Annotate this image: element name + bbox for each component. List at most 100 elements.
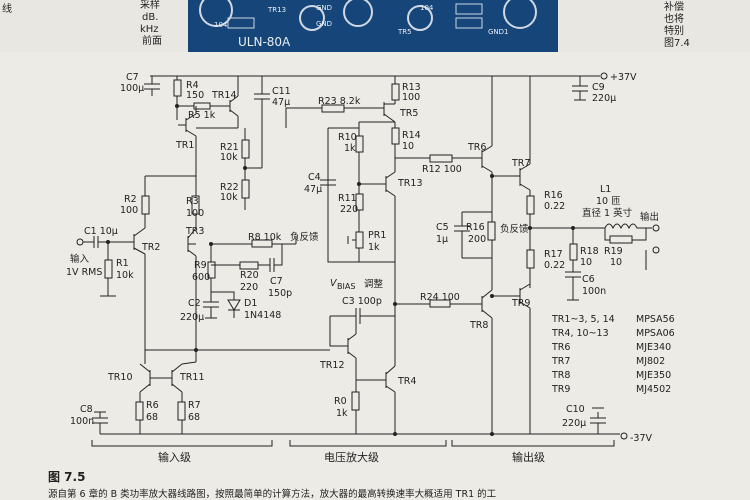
c7-value: 100μ — [120, 83, 144, 94]
c1-symbol — [83, 236, 130, 248]
r1-body — [104, 259, 113, 279]
l1-coil — [604, 223, 652, 230]
figure-caption-text: 源自第 6 章的 B 类功率放大器线路图，按照最简单的计算方法，放大器的最高转换… — [48, 488, 497, 500]
r16b-label: R16 — [466, 222, 485, 233]
input-label: 输入 — [70, 253, 90, 265]
top-left-char-1: 线 — [2, 2, 12, 15]
tr3-transistor: TR3 — [185, 226, 204, 350]
pcb-circle-4 — [407, 5, 433, 31]
c11-value: 47μ — [272, 97, 290, 108]
r16b-body — [487, 221, 496, 241]
pcb-circle-1 — [199, 0, 233, 27]
r6-resistor: R6 68 — [135, 400, 159, 423]
c7b-label: C7 — [270, 276, 283, 287]
parts-part-4: MJ802 — [636, 356, 665, 367]
negative-rail: -37V — [100, 432, 653, 444]
rail-pos-terminal — [600, 72, 608, 80]
r19-wires — [604, 228, 647, 270]
r8-label: R8 10k — [248, 232, 282, 243]
d1-value: 1N4148 — [244, 310, 281, 321]
c3-symbol — [330, 308, 395, 324]
top-left-char-4: kHz — [140, 24, 159, 35]
tr5-transistor: TR5 — [380, 102, 418, 123]
c11-symbol — [254, 76, 270, 128]
junction-dot-13 — [490, 432, 494, 436]
pcb-label-6: GND1 — [488, 28, 509, 36]
tr1-label: TR1 — [175, 140, 194, 151]
r11-label: R11 — [338, 193, 357, 204]
r17-value: 0.22 — [544, 260, 565, 271]
tr9-label: TR9 — [511, 298, 530, 309]
junction-dot-2 — [243, 166, 247, 170]
book-top-left-text: 线 采样 dB. kHz 前面 — [2, 0, 162, 47]
r13-body — [391, 83, 400, 101]
cap-c11: C11 47μ — [254, 76, 291, 128]
r20-value: 220 — [240, 282, 258, 293]
r0-resistor: R0 1k — [334, 391, 360, 419]
l1-diameter: 直径 1 英寸 — [582, 207, 633, 219]
r21-value: 10k — [220, 152, 238, 163]
tr12-transistor: TR12 — [319, 316, 357, 371]
rail-neg-terminal — [620, 432, 628, 440]
r23-resistor: R23 8.2k — [318, 96, 361, 113]
rail-pos-label: +37V — [610, 72, 637, 83]
tr9-symbol — [492, 283, 531, 434]
vbias-sub: BIAS — [337, 282, 355, 291]
figure-caption: 图 7.5 — [48, 470, 85, 484]
pcb-art: ULN-80A 104 GND GND TR13 104 GND1 TR5 — [199, 0, 537, 49]
tr10-transistor: TR10 — [107, 362, 172, 402]
c6-symbol — [565, 228, 581, 301]
r9-value: 600 — [192, 272, 210, 283]
r22-value: 10k — [220, 192, 238, 203]
r4-value: 150 — [186, 90, 204, 101]
c7b-value: 150p — [268, 288, 292, 299]
parts-part-3: MJE340 — [636, 342, 671, 353]
r9-r20-wires — [210, 244, 240, 292]
parts-tr-3: TR6 — [551, 342, 570, 353]
r23-label: R23 8.2k — [318, 96, 361, 107]
junction-dot-6 — [571, 226, 575, 230]
junction-dot-12 — [393, 432, 397, 436]
junction-dot-9 — [393, 302, 397, 306]
tr14-symbol — [226, 76, 239, 128]
c9-label: C9 — [592, 82, 605, 93]
pr1-wiper — [347, 236, 356, 244]
c10-symbol — [590, 407, 606, 434]
junction-dots — [106, 104, 575, 436]
d1-symbol — [211, 291, 241, 318]
tr5-symbol — [380, 102, 396, 123]
junction-dot-8 — [209, 242, 213, 246]
r3-label: R3 — [186, 196, 199, 207]
pcb-circle-3 — [343, 0, 373, 27]
pcb-label-1: 104 — [214, 21, 228, 29]
input-section: C1 10μ 输入 1V RMS — [66, 226, 130, 278]
r17-resistor: R17 0.22 — [526, 249, 565, 271]
tr11-label: TR11 — [179, 372, 205, 383]
pr1-potentiometer: PR1 1k — [347, 230, 386, 253]
diode-d1: D1 1N4148 — [211, 291, 281, 321]
r4-resistor: R4 150 — [173, 79, 204, 101]
r6-value: 68 — [146, 412, 158, 423]
c5-r16b-wires — [462, 211, 493, 259]
tr10-symbol — [139, 362, 172, 402]
r16b-resistor: R16 200 — [466, 221, 496, 245]
r24-label: R24 100 — [420, 292, 460, 303]
tr2-transistor: TR2 — [130, 227, 160, 350]
top-left-char-2: 采样 — [140, 0, 160, 11]
cap-c7: C7 100μ — [120, 72, 160, 96]
tr8-label: TR8 — [469, 320, 488, 331]
output-terminals: 输出 — [640, 211, 660, 254]
r20-resistor: R20 220 — [239, 261, 259, 293]
mirror-top-wires — [144, 349, 330, 362]
pcb-circle-2 — [299, 5, 325, 31]
vbias-word: 调整 — [364, 278, 384, 290]
cap-c8: C8 100n — [70, 404, 108, 434]
output-label: 输出 — [640, 211, 659, 223]
cap-c4: C4 47μ — [304, 127, 359, 195]
d1-label: D1 — [244, 298, 257, 309]
r16-value: 0.22 — [544, 201, 565, 212]
r20-body — [239, 261, 259, 270]
pcb-label-2: GND — [316, 4, 332, 12]
c8-label: C8 — [80, 404, 93, 415]
